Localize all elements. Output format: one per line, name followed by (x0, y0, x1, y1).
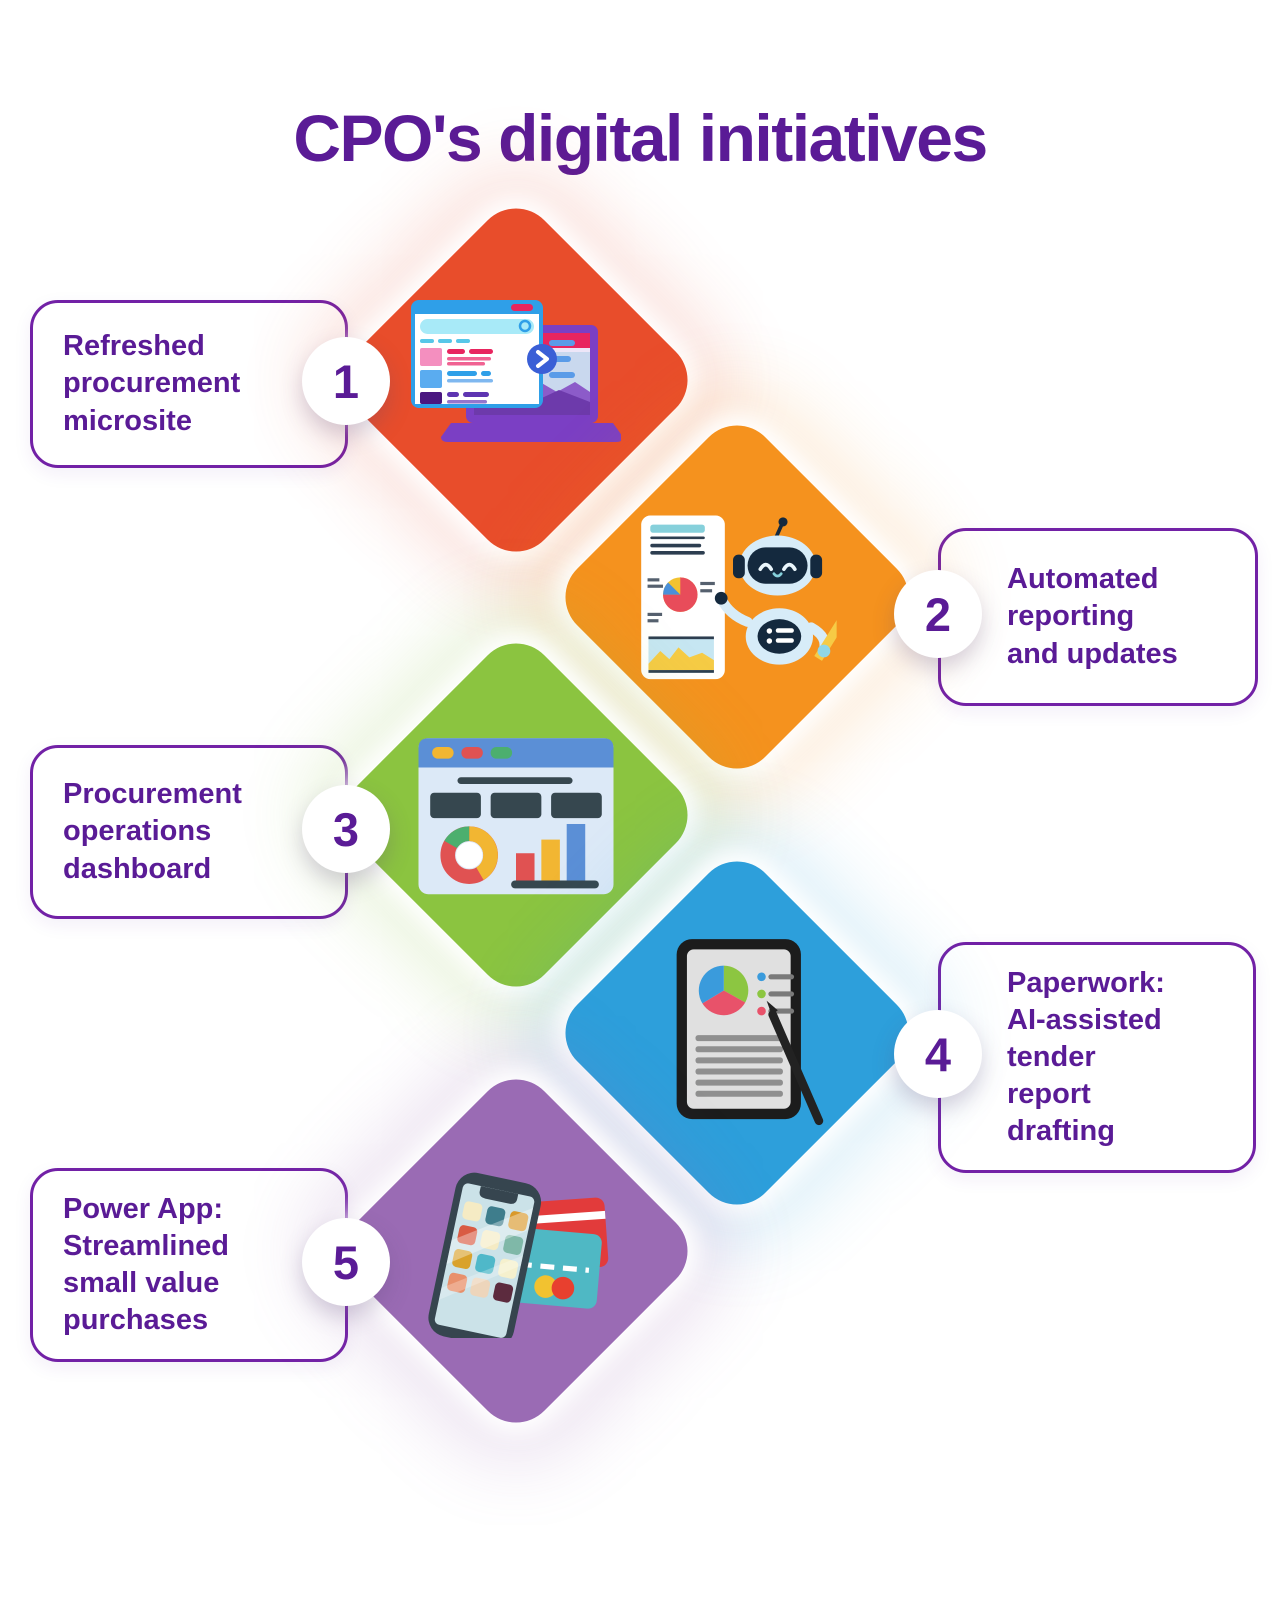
step-number-2: 2 (894, 570, 982, 658)
robot-report-icon (637, 511, 837, 684)
label-box-2: Automated reporting and updates (938, 528, 1258, 706)
diamond-5-purple (327, 1062, 705, 1440)
diamond-3-green (327, 626, 705, 1004)
page-title: CPO's digital initiatives (293, 101, 988, 176)
step-number-1: 1 (302, 337, 390, 425)
dashboard-charts-icon (418, 730, 614, 901)
initiative-5-label: Power App: Streamlined small value purch… (63, 1192, 229, 1337)
step-number-4: 4 (894, 1010, 982, 1098)
initiative-4-label: Paperwork: AI-assisted tender report dra… (1007, 966, 1165, 1148)
microsite-browser-laptop-icon (411, 300, 621, 460)
label-box-1: Refreshed procurement microsite (30, 300, 348, 468)
initiative-2-label: Automated reporting and updates (1007, 563, 1178, 670)
phone-credit-cards-icon (416, 1164, 616, 1338)
diamond-2-orange (548, 408, 926, 786)
document-pen-icon (647, 938, 827, 1128)
label-box-3: Procurement operations dashboard (30, 745, 348, 919)
step-number-3: 3 (302, 785, 390, 873)
diamond-4-blue (548, 844, 926, 1222)
initiative-1-label: Refreshed procurement microsite (63, 330, 241, 437)
label-box-5: Power App: Streamlined small value purch… (30, 1168, 348, 1362)
initiative-3-label: Procurement operations dashboard (63, 778, 242, 885)
step-number-5: 5 (302, 1218, 390, 1306)
label-box-4: Paperwork: AI-assisted tender report dra… (938, 942, 1256, 1173)
diamond-1-red (327, 191, 705, 569)
